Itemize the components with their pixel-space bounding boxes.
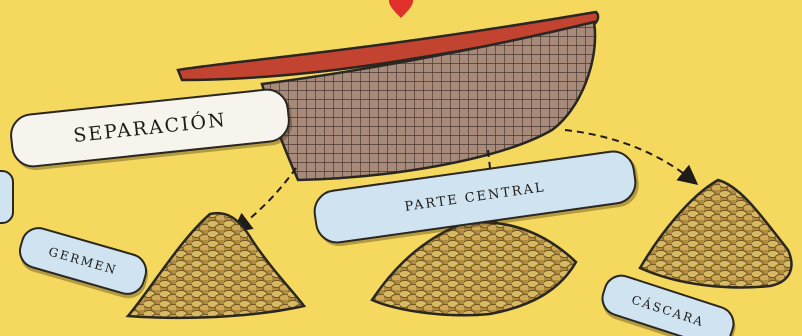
grain-pile-icon xyxy=(370,221,578,317)
sieve-icon xyxy=(260,20,597,182)
grain-pile-icon xyxy=(125,211,307,320)
arrow-icon xyxy=(564,129,699,186)
sieve-rim xyxy=(176,10,600,82)
partial-label xyxy=(0,170,14,224)
arrow-icon xyxy=(231,167,297,233)
heart-icon xyxy=(388,0,414,18)
grain-pile-icon xyxy=(638,178,793,289)
